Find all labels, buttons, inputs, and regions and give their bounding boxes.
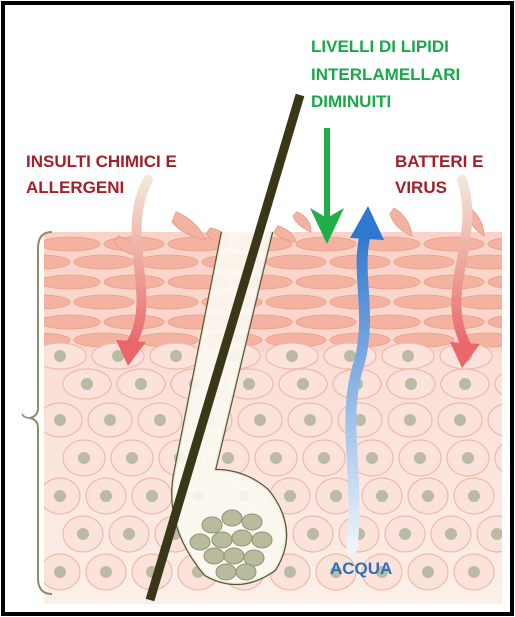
cell-nucleus bbox=[284, 566, 296, 578]
corneocyte bbox=[266, 255, 326, 269]
corneocyte bbox=[40, 315, 100, 329]
cell-nucleus bbox=[491, 528, 503, 540]
cell-nucleus bbox=[54, 350, 66, 362]
sebum-globule bbox=[216, 564, 236, 580]
cell-nucleus bbox=[422, 490, 434, 502]
corneocyte bbox=[296, 315, 356, 329]
cell-nucleus bbox=[318, 452, 330, 464]
cell-nucleus bbox=[414, 452, 426, 464]
cell-nucleus bbox=[135, 378, 147, 390]
cell-nucleus bbox=[286, 350, 298, 362]
sebum-globule bbox=[252, 532, 272, 548]
sebum-globule bbox=[224, 548, 244, 564]
cell-nucleus bbox=[81, 378, 93, 390]
cell-nucleus bbox=[154, 414, 166, 426]
cell-nucleus bbox=[297, 378, 309, 390]
cell-nucleus bbox=[307, 528, 319, 540]
corneocyte bbox=[74, 255, 134, 269]
cell-nucleus bbox=[284, 490, 296, 502]
corneocyte bbox=[40, 275, 100, 289]
cell-nucleus bbox=[402, 350, 414, 362]
cell-nucleus bbox=[126, 452, 138, 464]
cell-nucleus bbox=[270, 452, 282, 464]
cell-nucleus bbox=[254, 414, 266, 426]
cell-nucleus bbox=[404, 414, 416, 426]
cell-nucleus bbox=[454, 414, 466, 426]
cell-nucleus bbox=[468, 490, 480, 502]
cell-nucleus bbox=[123, 528, 135, 540]
cell-nucleus bbox=[399, 528, 411, 540]
cell-nucleus bbox=[100, 490, 112, 502]
cell-nucleus bbox=[376, 490, 388, 502]
cell-nucleus bbox=[77, 528, 89, 540]
cell-nucleus bbox=[459, 378, 471, 390]
cell-nucleus bbox=[170, 350, 182, 362]
corneocyte bbox=[138, 255, 198, 269]
cell-nucleus bbox=[243, 378, 255, 390]
sebum-globule bbox=[204, 548, 224, 564]
corneocyte bbox=[394, 255, 454, 269]
cell-nucleus bbox=[405, 378, 417, 390]
corneocyte bbox=[40, 237, 100, 251]
sebum-globule bbox=[190, 534, 210, 550]
sebum-globule bbox=[212, 532, 232, 548]
cell-nucleus bbox=[54, 414, 66, 426]
cell-nucleus bbox=[222, 452, 234, 464]
sebum-globule bbox=[202, 517, 222, 533]
cell-nucleus bbox=[462, 452, 474, 464]
cell-nucleus bbox=[78, 452, 90, 464]
corneocyte bbox=[424, 237, 484, 251]
cell-nucleus bbox=[330, 490, 342, 502]
corneocyte bbox=[296, 275, 356, 289]
cell-nucleus bbox=[422, 566, 434, 578]
cell-nucleus bbox=[104, 414, 116, 426]
corneocyte bbox=[74, 295, 134, 309]
corneocyte bbox=[394, 295, 454, 309]
cell-nucleus bbox=[54, 490, 66, 502]
corneocyte bbox=[266, 295, 326, 309]
cell-nucleus bbox=[100, 566, 112, 578]
sebum-globule bbox=[242, 514, 262, 530]
water-label: ACQUA bbox=[330, 559, 392, 578]
cell-nucleus bbox=[304, 414, 316, 426]
corneocyte bbox=[360, 275, 420, 289]
cell-nucleus bbox=[366, 452, 378, 464]
cell-nucleus bbox=[146, 490, 158, 502]
corneocyte bbox=[104, 275, 164, 289]
sebum-globule bbox=[222, 510, 242, 526]
cell-nucleus bbox=[468, 566, 480, 578]
sebum-globule bbox=[236, 564, 256, 580]
cell-nucleus bbox=[445, 528, 457, 540]
sebum-globule bbox=[232, 530, 252, 546]
corneocyte bbox=[138, 295, 198, 309]
cell-nucleus bbox=[54, 566, 66, 578]
